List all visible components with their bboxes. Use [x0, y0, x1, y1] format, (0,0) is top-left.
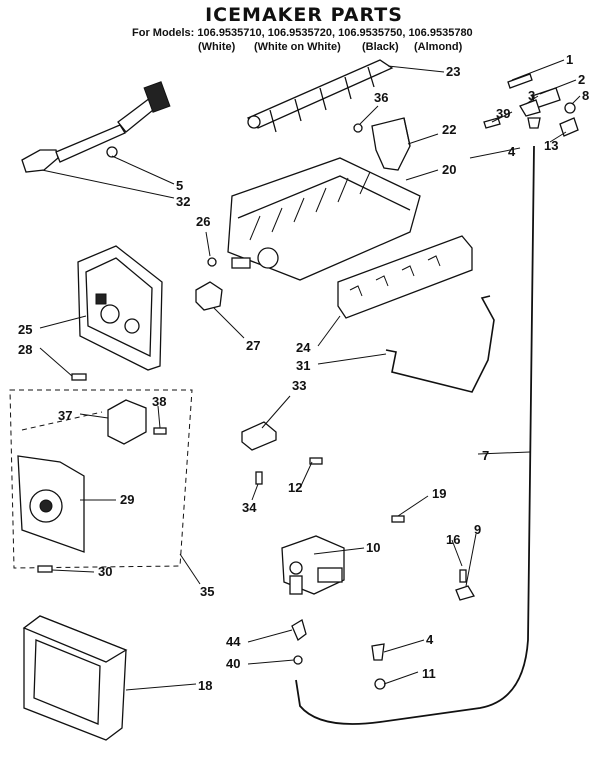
- ice-stripper: [246, 59, 394, 133]
- fill-cup-hardware: [483, 73, 579, 137]
- callout-7: 7: [482, 448, 489, 463]
- clip-26: [207, 257, 217, 267]
- callout-3: 3: [528, 88, 535, 103]
- callout-4-bottom: 4: [426, 632, 434, 647]
- page-title: ICEMAKER PARTS: [205, 4, 403, 26]
- callout-40: 40: [226, 656, 240, 671]
- shutoff-arm-wire: [385, 295, 495, 393]
- callout-11: 11: [422, 666, 436, 681]
- callout-38: 38: [152, 394, 166, 409]
- callout-22: 22: [442, 122, 456, 137]
- screw-12: [309, 457, 323, 465]
- callout-29: 29: [120, 492, 134, 507]
- front-cover: [22, 615, 128, 741]
- callout-33: 33: [292, 378, 306, 393]
- screw-28: [71, 373, 87, 381]
- motor-module: [17, 399, 167, 553]
- callout-44: 44: [226, 634, 241, 649]
- callout-1: 1: [566, 52, 573, 67]
- callout-32: 32: [176, 194, 190, 209]
- callout-12: 12: [288, 480, 302, 495]
- screw-16: [459, 569, 467, 583]
- callout-30: 30: [98, 564, 112, 579]
- water-valve: [281, 535, 345, 595]
- leader-lines: [39, 59, 581, 691]
- callout-23: 23: [446, 64, 460, 79]
- clamp-9: [455, 585, 475, 601]
- callout-8: 8: [582, 88, 589, 103]
- screw-34: [255, 471, 263, 485]
- ejector-bar: [337, 235, 473, 319]
- wire-harness: [21, 81, 171, 173]
- callout-28: 28: [18, 342, 32, 357]
- fitting-44: [291, 619, 307, 642]
- callout-39: 39: [496, 106, 510, 121]
- fill-cup: [371, 117, 411, 171]
- callout-26: 26: [196, 214, 210, 229]
- fitting-4: [371, 643, 385, 661]
- callout-34: 34: [242, 500, 257, 515]
- screw-19: [391, 515, 405, 523]
- callout-10: 10: [366, 540, 380, 555]
- callout-25: 25: [18, 322, 32, 337]
- water-tube: [295, 145, 535, 725]
- callout-19: 19: [432, 486, 446, 501]
- callout-31: 31: [296, 358, 310, 373]
- callout-20: 20: [442, 162, 456, 177]
- callout-2: 2: [578, 72, 585, 87]
- variant-black: (Black): [362, 41, 399, 53]
- motor-module-outline: [9, 389, 193, 569]
- screw-30: [37, 565, 53, 573]
- callout-labels: 1 2 3 8 39 13 4 23 36 22 20 5 32 26 27 2…: [18, 52, 589, 693]
- callout-18: 18: [198, 678, 212, 693]
- screw-36: [353, 123, 363, 133]
- thermostat: [195, 281, 223, 311]
- callout-16: 16: [446, 532, 460, 547]
- callout-35: 35: [200, 584, 214, 599]
- nut-11: [374, 678, 386, 690]
- nut-40: [293, 655, 303, 665]
- variant-white: (White): [198, 41, 236, 53]
- callout-37: 37: [58, 408, 72, 423]
- callout-5: 5: [176, 178, 183, 193]
- variant-white-on-white: (White on White): [254, 41, 341, 53]
- callout-36: 36: [374, 90, 388, 105]
- callout-9: 9: [474, 522, 481, 537]
- mounting-bracket: [241, 421, 277, 451]
- control-housing: [77, 245, 163, 371]
- callout-13: 13: [544, 138, 558, 153]
- callout-4-top: 4: [508, 144, 516, 159]
- variant-almond: (Almond): [414, 41, 463, 53]
- callout-24: 24: [296, 340, 311, 355]
- models-list: 106.9535710, 106.9535720, 106.9535750, 1…: [197, 27, 473, 39]
- models-prefix: For Models:: [132, 27, 195, 39]
- mold-body: [227, 157, 421, 281]
- callout-27: 27: [246, 338, 260, 353]
- models-line: For Models: 106.9535710, 106.9535720, 10…: [132, 27, 473, 39]
